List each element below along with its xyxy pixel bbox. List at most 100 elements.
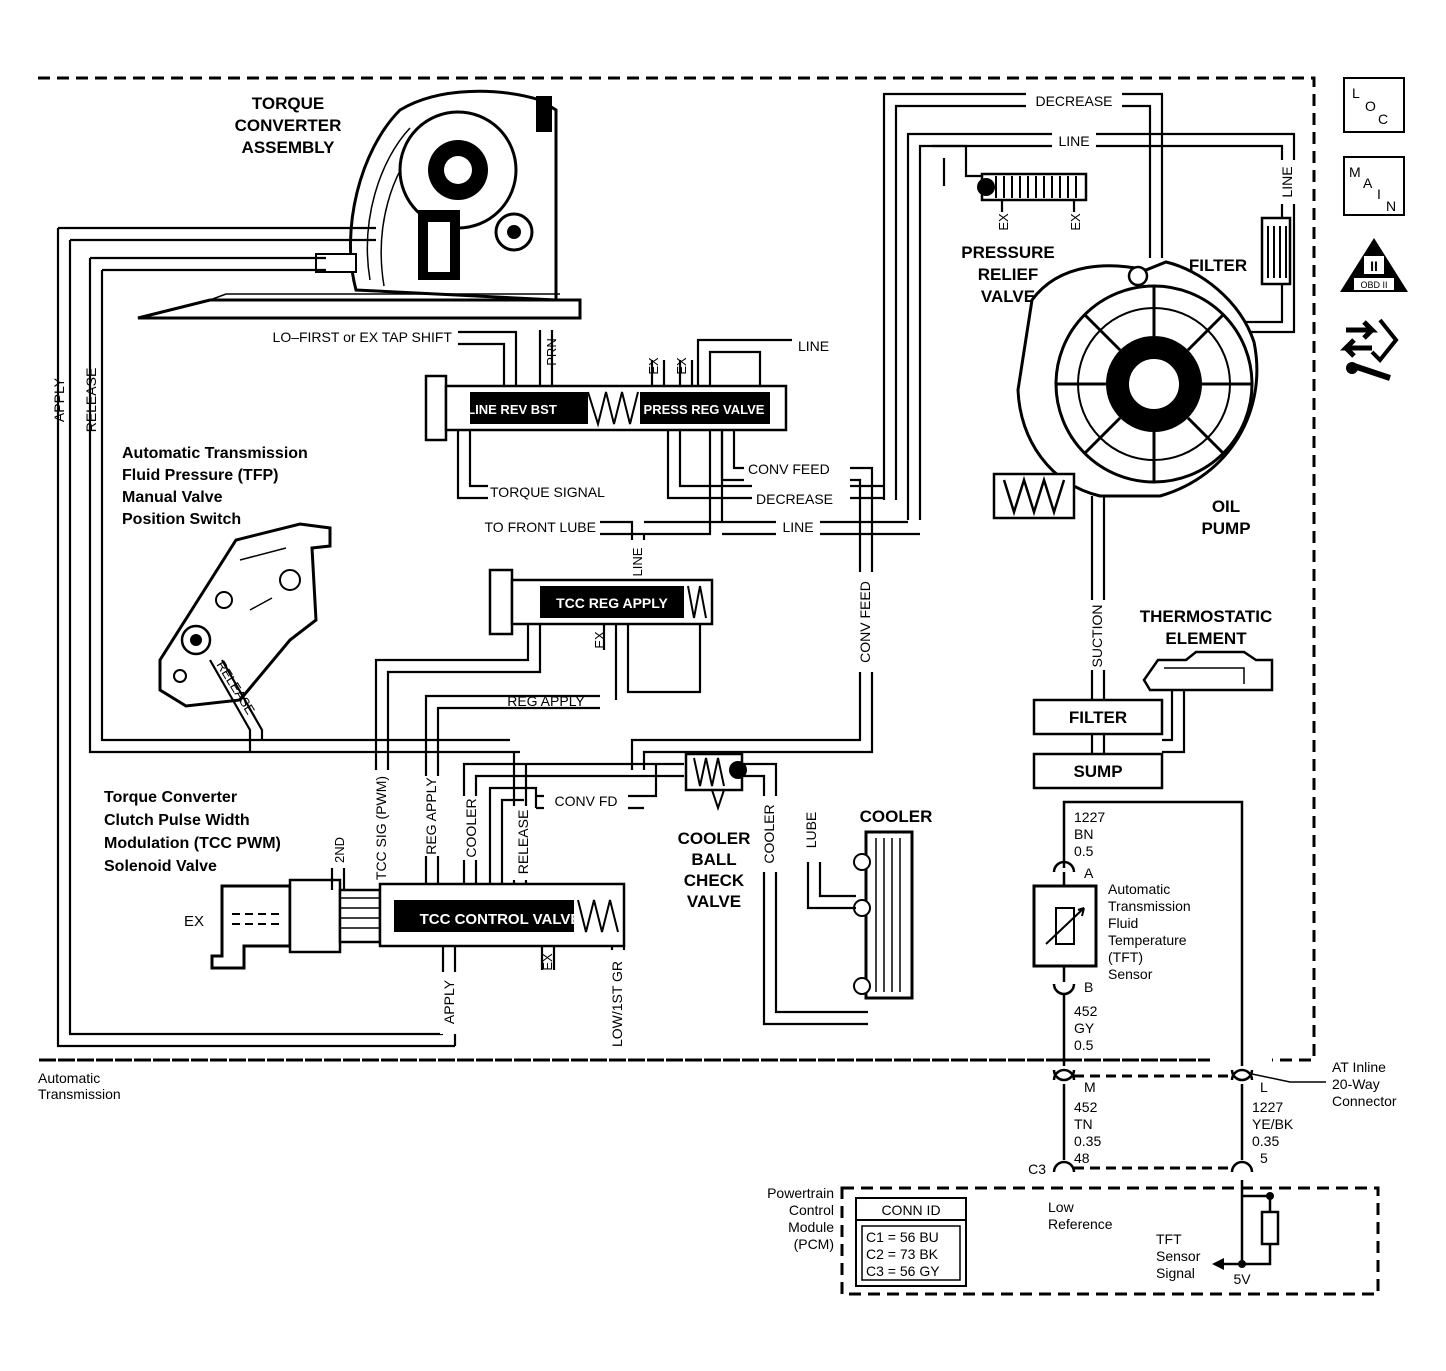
lo-first-label: LO–FIRST or EX TAP SHIFT (273, 329, 453, 345)
tft-signal-label: TFT Sensor Signal (1156, 1231, 1201, 1281)
ex-a-label: EX (646, 357, 661, 375)
conn-id-table: CONN ID C1 = 56 BU C2 = 73 BK C3 = 56 GY (855, 1197, 967, 1287)
svg-text:0.5: 0.5 (1074, 843, 1094, 859)
svg-text:Modulation (TCC PWM): Modulation (TCC PWM) (104, 835, 281, 852)
svg-text:Reference: Reference (1048, 1216, 1113, 1232)
signal-arrow-icon (1212, 1258, 1224, 1270)
tcc-reg-ex-port (602, 624, 618, 650)
apply-left-label: APPLY (51, 377, 67, 422)
tfp-switch-label: Automatic Transmission Fluid Pressure (T… (122, 445, 308, 528)
lo-first-passage (458, 330, 518, 392)
thermostatic-element-label: THERMOSTATIC ELEMENT (1140, 607, 1273, 648)
pin-m-connector (1052, 1068, 1076, 1082)
svg-text:TN: TN (1074, 1116, 1093, 1132)
pin-b-label: B (1084, 979, 1093, 995)
obd-ii-icon[interactable]: II OBD II (1340, 238, 1408, 292)
tcc-pwm-label: Torque Converter Clutch Pulse Width Modu… (104, 789, 281, 875)
five-v-label: 5V (1233, 1271, 1251, 1287)
automatic-transmission-label: Automatic Transmission (38, 1070, 121, 1102)
svg-text:Position Switch: Position Switch (122, 511, 241, 528)
svg-text:TFT: TFT (1156, 1231, 1182, 1247)
tcc-pwm-solenoid-graphic (210, 868, 382, 970)
svg-text:(PCM): (PCM) (794, 1236, 834, 1252)
svg-text:Clutch Pulse Width: Clutch Pulse Width (104, 812, 250, 829)
main-icon[interactable]: M A I N (1343, 156, 1405, 216)
reg-apply-label: REG APPLY (507, 693, 585, 709)
obd-text: OBD II (1360, 280, 1387, 290)
filter-top-label: FILTER (1189, 256, 1247, 275)
cooler-passage (462, 762, 684, 884)
svg-text:1227: 1227 (1074, 809, 1105, 825)
press-reg-label: PRESS REG VALVE (644, 402, 765, 417)
tcc-ctrl-ex-port (540, 946, 556, 970)
prn-label: PRN (544, 338, 559, 365)
pressure-relief-label: PRESSURE RELIEF VALVE (961, 243, 1055, 306)
prn-passage (538, 330, 554, 392)
svg-text:THERMOSTATIC: THERMOSTATIC (1140, 607, 1273, 626)
tcc-sig-label: TCC SIG (PWM) (373, 776, 389, 880)
release-vert-label: RELEASE (515, 810, 531, 875)
release-left-label: RELEASE (83, 368, 99, 433)
line-top-passage (906, 132, 1296, 520)
svg-text:Fluid: Fluid (1108, 915, 1138, 931)
filter-box (1032, 698, 1164, 736)
torque-signal-passage (456, 430, 488, 500)
main-letter-n: N (1386, 198, 1396, 214)
conn-id-header: CONN ID (881, 1202, 940, 1218)
cooler-graphic (806, 830, 914, 1000)
oil-pump-graphic (992, 260, 1259, 520)
suction-label: SUCTION (1089, 605, 1105, 668)
svg-text:TORQUE: TORQUE (252, 94, 324, 113)
svg-text:Signal: Signal (1156, 1265, 1195, 1281)
pullup-resistor (1260, 1210, 1280, 1246)
svg-text:Manual Valve: Manual Valve (122, 489, 223, 506)
tft-sensor-graphic (1032, 884, 1098, 968)
svg-text:Transmission: Transmission (38, 1086, 121, 1102)
line-vert-label: LINE (630, 547, 645, 576)
svg-text:VALVE: VALVE (981, 287, 1035, 306)
pin-a-connector (1052, 860, 1076, 873)
reg-apply-vert-label: REG APPLY (423, 777, 439, 855)
svg-text:Torque Converter: Torque Converter (104, 789, 237, 806)
c3-pins (1052, 1160, 1254, 1173)
svg-text:Temperature: Temperature (1108, 932, 1187, 948)
tools-connector-icon[interactable] (1339, 318, 1399, 381)
cooler-line-label: COOLER (761, 804, 777, 863)
pin-a-label: A (1084, 865, 1094, 881)
line-mid-passage (600, 430, 920, 616)
svg-text:48: 48 (1074, 1150, 1090, 1166)
svg-text:0.35: 0.35 (1074, 1133, 1101, 1149)
cooler-check-label: COOLER BALL CHECK VALVE (678, 829, 751, 911)
line-prv-label: LINE (798, 338, 829, 354)
svg-text:RELIEF: RELIEF (978, 265, 1038, 284)
svg-text:Control: Control (789, 1202, 834, 1218)
conv-fd-label: CONV FD (555, 793, 618, 809)
line-mid-label: LINE (782, 519, 813, 535)
svg-text:20-Way: 20-Way (1332, 1076, 1380, 1092)
svg-text:Sensor: Sensor (1108, 966, 1153, 982)
conv-feed-vert-label: CONV FEED (857, 581, 873, 663)
loc-letter-l: L (1352, 85, 1360, 101)
two-nd-label: 2ND (332, 837, 347, 863)
line-rev-bst-label: LINE REV BST (467, 402, 557, 417)
loc-icon[interactable]: L O C (1343, 77, 1405, 133)
svg-text:Powertrain: Powertrain (767, 1185, 834, 1201)
release-passage (88, 256, 520, 754)
svg-text:(TFT): (TFT) (1108, 949, 1143, 965)
tcc-reg-apply-label: TCC REG APPLY (556, 595, 668, 611)
svg-text:CHECK: CHECK (684, 871, 745, 890)
svg-text:Automatic: Automatic (1108, 881, 1170, 897)
svg-text:452: 452 (1074, 1003, 1098, 1019)
pin-b-connector (1052, 983, 1076, 996)
ex-sol-label: EX (184, 913, 204, 930)
svg-text:Automatic Transmission: Automatic Transmission (122, 445, 308, 462)
press-reg-ex-ports (650, 360, 694, 386)
line-rev-bst-valve (424, 374, 788, 442)
svg-text:OIL: OIL (1212, 497, 1240, 516)
conn-id-row: C3 = 56 GY (866, 1263, 940, 1279)
decrease-mid-label: DECREASE (756, 491, 833, 507)
tfp-switch-graphic (158, 522, 332, 708)
cooler-ball-check-valve (684, 752, 868, 1026)
svg-text:Sensor: Sensor (1156, 1248, 1201, 1264)
conn-id-row: C2 = 73 BK (866, 1246, 939, 1262)
